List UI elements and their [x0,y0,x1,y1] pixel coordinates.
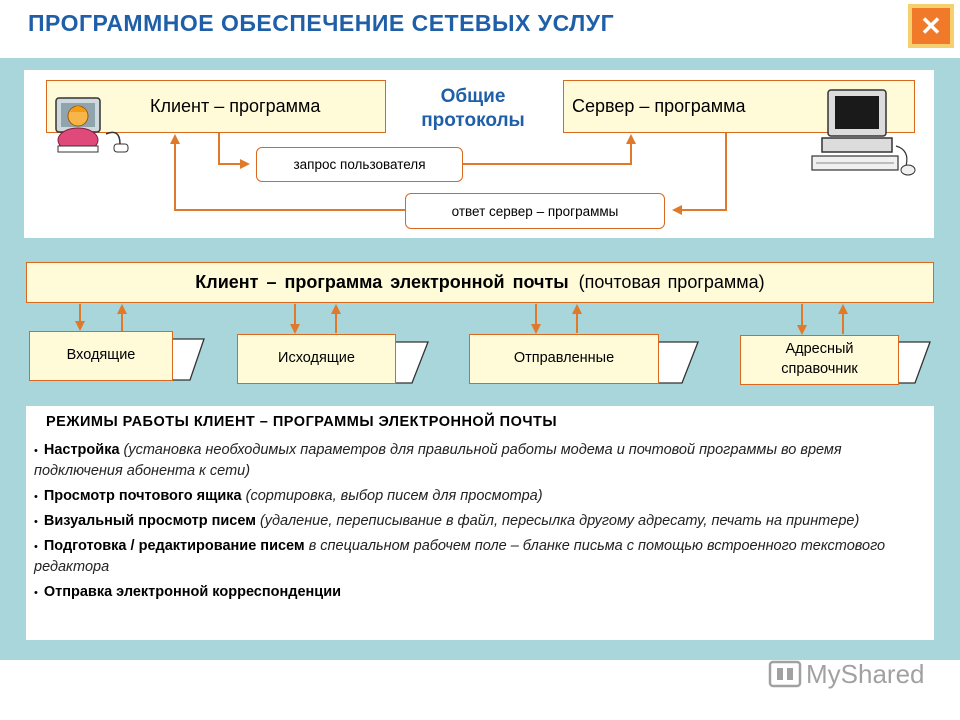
client-program-box [46,80,386,133]
folder-address-book-line-2: справочник [781,361,858,377]
page-title: ПРОГРАММНОЕ ОБЕСПЕЧЕНИЕ СЕТЕВЫХ УСЛУГ [28,10,615,36]
mode-title: Просмотр почтового ящика [43,488,242,505]
user-at-computer-icon [55,97,129,153]
user-request-label: запрос пользователя [256,147,463,182]
folder-sent-label: Отправленные [513,350,615,367]
mail-client-subtitle: (почтовая программа) [578,272,765,292]
mode-item-compose: •Подготовка / редактирование писем в спе… [34,538,886,576]
mode-item-send: •Отправка электронной корреспонденции [34,584,342,601]
mode-description: (сортировка, выбор писем для просмотра) [245,488,543,505]
watermark: MyShared [768,658,925,690]
mode-title: Отправка электронной корреспонденции [43,584,342,601]
folder-address-book: Адресный справочник [740,335,899,385]
folder-inbox-label: Входящие [66,347,136,364]
server-program-label: Сервер – программа [572,96,746,116]
folder-inbox: Входящие [29,331,173,381]
common-protocols-label: Общие протоколы [398,85,548,133]
close-icon: ✕ [912,8,950,44]
modes-list: •Настройка (установка необходимых параме… [34,440,914,603]
folder-outbox-label: Исходящие [278,350,355,367]
protocols-line-2: протоколы [421,109,525,131]
folder-outbox: Исходящие [237,334,396,384]
server-response-label: ответ сервер – программы [405,193,665,229]
mode-title: Подготовка / редактирование писем [43,538,305,555]
mode-item-settings: •Настройка (установка необходимых параме… [34,442,842,480]
modes-panel [26,406,934,640]
mode-title: Визуальный просмотр писем [43,513,256,530]
close-button[interactable]: ✕ [908,4,954,48]
mode-description: в специальном рабочем поле – бланке пись… [34,538,886,576]
watermark-logo-icon [768,660,802,688]
client-program-label: Клиент – программа [150,96,321,116]
modes-heading: РЕЖИМЫ РАБОТЫ КЛИЕНТ – ПРОГРАММЫ ЭЛЕКТРО… [46,414,558,430]
folder-address-book-line-1: Адресный [785,341,854,358]
mode-description: (удаление, переписывание в файл, пересыл… [259,513,860,530]
mode-description: (установка необходимых параметров для пр… [34,442,842,480]
mode-item-visual-view: •Визуальный просмотр писем (удаление, пе… [34,513,860,530]
watermark-text: MyShared [806,658,925,689]
mail-client-box: Клиент – программа электронной почты (по… [26,262,934,303]
mode-title: Настройка [43,442,120,458]
mail-client-title: Клиент – программа электронной почты [195,272,569,292]
mode-item-mailbox: •Просмотр почтового ящика (сортировка, в… [34,488,543,505]
folder-sent: Отправленные [469,334,659,384]
server-computer-icon [811,89,916,176]
protocols-line-1: Общие [440,86,506,107]
